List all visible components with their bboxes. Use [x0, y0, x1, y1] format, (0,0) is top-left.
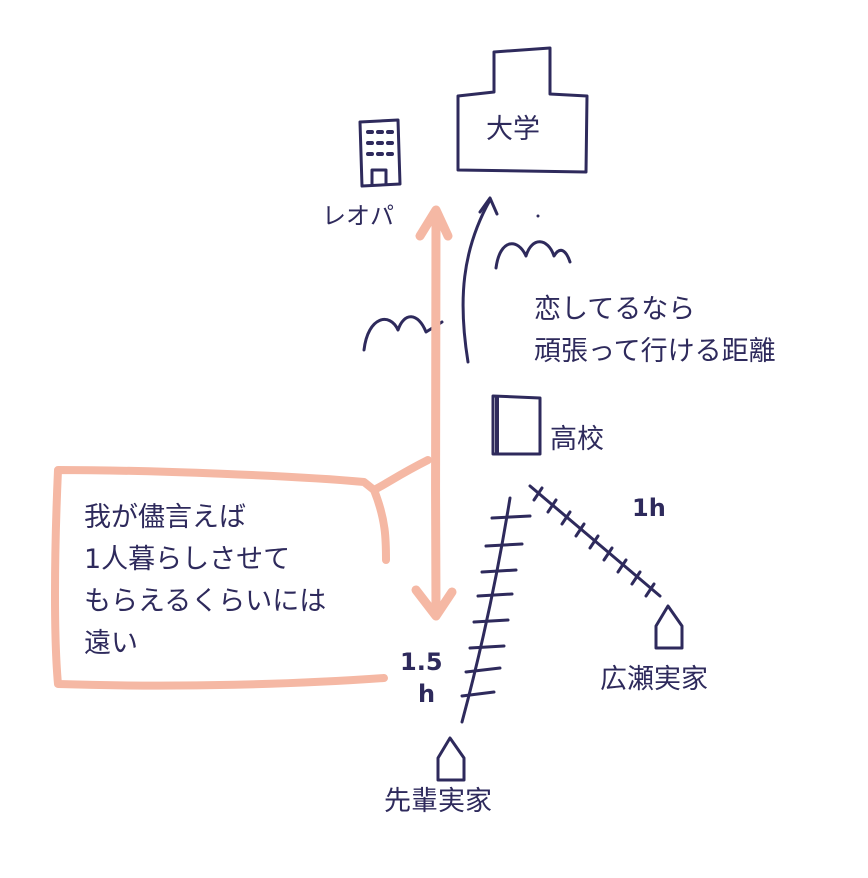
label-speech-line4: 遠い	[84, 628, 138, 659]
university-building-icon	[456, 46, 589, 174]
route-arrow-to-university	[461, 196, 499, 364]
apartment-building-icon	[358, 118, 402, 188]
label-hirose-home: 広瀬実家	[600, 664, 708, 695]
label-speech-line3: もらえるくらいには	[84, 586, 327, 617]
house-icon	[436, 736, 466, 782]
speech-bubble	[51, 456, 432, 690]
label-time-left-unit: h	[418, 680, 436, 708]
label-time-right: 1h	[632, 494, 666, 522]
label-university: 大学	[486, 114, 540, 145]
railway-senpai	[460, 496, 532, 724]
dot-mark	[536, 214, 540, 218]
house-icon	[654, 604, 684, 650]
railway-hirose	[528, 484, 662, 598]
label-speech-line2: 1人暮らしさせて	[84, 544, 291, 575]
label-time-left-number: 1.5	[400, 648, 443, 676]
label-love-note-line1: 恋してるなら	[534, 294, 696, 325]
label-leopalace: レオパ	[322, 202, 394, 230]
distance-double-arrow	[411, 205, 457, 621]
hill-marks	[362, 240, 572, 352]
label-love-note-line2: 頑張って行ける距離	[534, 336, 776, 367]
label-senpai-home: 先輩実家	[384, 786, 492, 817]
label-speech-line1: 我が儘言えば	[84, 502, 246, 533]
high-school-building-icon	[491, 394, 542, 456]
label-high-school: 高校	[550, 424, 604, 455]
